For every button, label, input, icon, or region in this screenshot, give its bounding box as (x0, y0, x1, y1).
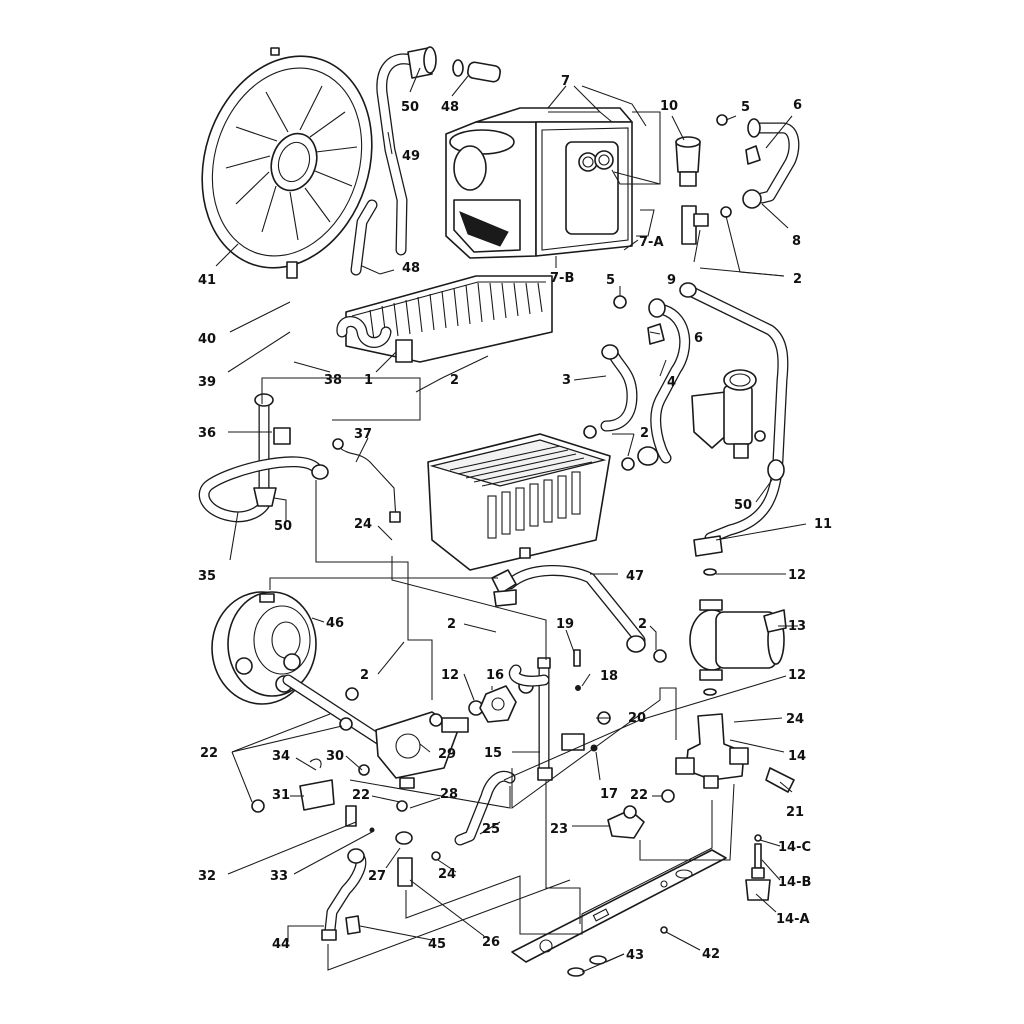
callout-22-b: 22 (352, 788, 370, 803)
part-callouts: 50 48 7 10 5 6 49 8 7-A 41 48 7-B 5 9 2 … (198, 74, 832, 963)
flue-hoses-drawing (350, 46, 501, 276)
circulation-pump-drawing (689, 568, 787, 696)
callout-14: 14 (788, 749, 806, 764)
callout-2-b: 2 (450, 373, 459, 388)
callout-50-right: 50 (734, 498, 752, 513)
drain-tap-drawing (745, 834, 771, 901)
callout-24-b: 24 (786, 712, 804, 727)
callout-14a: 14-A (776, 912, 810, 927)
lower-left-pipe-drawing (321, 848, 367, 941)
callout-12: 12 (788, 568, 806, 583)
callout-24-c: 24 (438, 867, 456, 882)
callout-23: 23 (550, 822, 568, 837)
right-return-pipe-drawing (679, 282, 789, 557)
callout-5-lower: 5 (606, 273, 615, 288)
diverter-valve-drawing (251, 687, 469, 813)
callout-2: 2 (793, 272, 802, 287)
callout-3: 3 (562, 373, 571, 388)
callout-7a: 7-A (639, 235, 664, 250)
callout-38: 38 (324, 373, 342, 388)
callout-2-e: 2 (638, 617, 647, 632)
callout-43: 43 (626, 948, 644, 963)
callout-29: 29 (438, 747, 456, 762)
expansion-vessel-drawing (201, 47, 373, 279)
callout-42: 42 (702, 947, 720, 962)
callout-14c: 14-C (778, 840, 811, 855)
callout-12-b: 12 (441, 668, 459, 683)
callout-47: 47 (626, 569, 644, 584)
callout-35: 35 (198, 569, 216, 584)
callout-7b: 7-B (550, 271, 574, 286)
hydraulic-group-drawing (607, 713, 795, 839)
callout-36: 36 (198, 426, 216, 441)
callout-2-f: 2 (360, 668, 369, 683)
middle-loop-pipe-drawing (613, 295, 691, 464)
callout-12-c: 12 (788, 668, 806, 683)
burner-feed-pipe-drawing (583, 344, 659, 471)
callout-11: 11 (814, 517, 832, 532)
callout-48-lower: 48 (402, 261, 420, 276)
callout-32: 32 (198, 869, 216, 884)
callout-21: 21 (786, 805, 804, 820)
callout-6-lower: 6 (694, 331, 703, 346)
callout-16: 16 (486, 668, 504, 683)
callout-5: 5 (741, 100, 750, 115)
callout-34: 34 (272, 749, 290, 764)
callout-1: 1 (364, 373, 373, 388)
callout-24: 24 (354, 517, 372, 532)
callout-2-c: 2 (640, 426, 649, 441)
callout-50-left: 50 (274, 519, 292, 534)
upper-right-pipe-drawing (716, 114, 800, 209)
callout-17: 17 (600, 787, 618, 802)
callout-30: 30 (326, 749, 344, 764)
callout-20: 20 (628, 711, 646, 726)
callout-27: 27 (368, 869, 386, 884)
callout-48: 48 (441, 100, 459, 115)
callout-33: 33 (270, 869, 288, 884)
callout-18: 18 (600, 669, 618, 684)
callout-9: 9 (667, 273, 676, 288)
small-fittings-drawing (299, 758, 375, 833)
left-pipe-assembly-drawing (198, 393, 401, 523)
callout-46: 46 (326, 616, 344, 631)
callout-25: 25 (482, 822, 500, 837)
callout-10: 10 (660, 99, 678, 114)
callout-39: 39 (198, 375, 216, 390)
callout-19: 19 (556, 617, 574, 632)
air-vent-drawing (675, 136, 732, 245)
callout-50: 50 (401, 100, 419, 115)
callout-2-d: 2 (447, 617, 456, 632)
callout-8: 8 (792, 234, 801, 249)
callout-15: 15 (484, 746, 502, 761)
callout-28: 28 (440, 787, 458, 802)
callout-37: 37 (354, 427, 372, 442)
burner-drawing (427, 433, 611, 571)
callout-13: 13 (788, 619, 806, 634)
main-heat-exchanger-drawing (336, 275, 553, 363)
callout-22: 22 (200, 746, 218, 761)
leader-lines (215, 67, 807, 973)
union-nuts-drawing (468, 678, 534, 723)
mounting-bracket-drawing (511, 849, 727, 977)
combustion-chamber-drawing (445, 107, 633, 259)
callout-49: 49 (402, 149, 420, 164)
callout-40: 40 (198, 332, 216, 347)
capillary-pipe-drawing (395, 770, 516, 887)
callout-4: 4 (667, 375, 676, 390)
callout-7: 7 (561, 74, 570, 89)
callout-26: 26 (482, 935, 500, 950)
plate-heat-exchanger-drawing (211, 591, 386, 746)
callout-41: 41 (198, 273, 216, 288)
callout-22-c: 22 (630, 788, 648, 803)
callout-6: 6 (793, 98, 802, 113)
bypass-tube-drawing (508, 649, 611, 781)
callout-31: 31 (272, 788, 290, 803)
flow-pipe-drawing (491, 565, 667, 663)
callout-14b: 14-B (778, 875, 811, 890)
hydraulic-separator-drawing (691, 369, 766, 459)
callout-44: 44 (272, 937, 290, 952)
callout-45: 45 (428, 937, 446, 952)
